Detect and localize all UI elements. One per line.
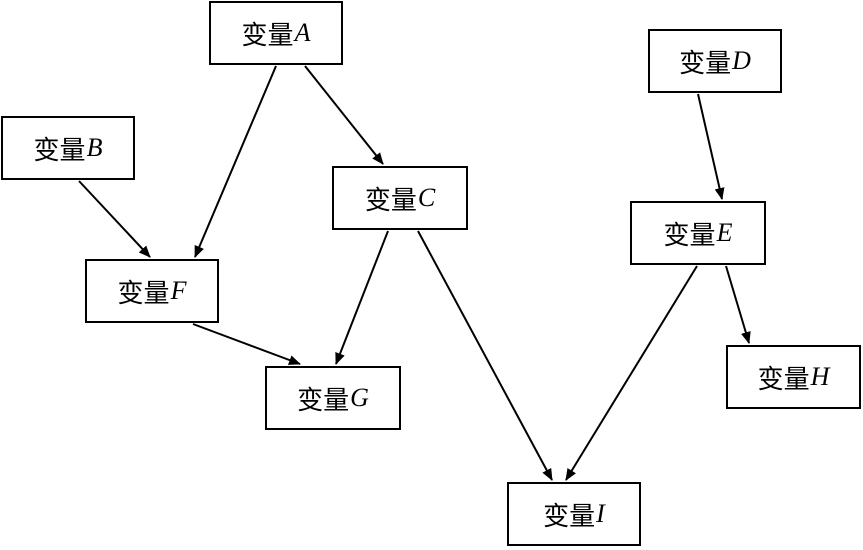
node-prefix: 变量 [33,135,86,166]
node-prefix: 变量 [757,364,810,395]
edge-c-to-g [335,230,389,365]
node-letter: A [294,18,311,47]
node-letter: G [350,383,369,412]
node-prefix: 变量 [663,220,716,251]
edge-a-to-c [304,65,384,165]
edge-d-to-e [697,93,725,200]
edge-e-to-h [725,265,751,344]
node-prefix: 变量 [543,501,596,532]
edge-f-to-g [192,323,301,365]
node-prefix: 变量 [117,278,170,309]
edge-e-to-i [565,265,698,481]
node-letter: E [716,218,733,247]
node-letter: B [86,133,103,162]
edge-c-to-i [417,230,553,481]
node-prefix: 变量 [241,20,294,51]
node-prefix: 变量 [297,385,350,416]
node-letter: I [596,499,605,528]
node-letter: H [810,362,830,391]
edge-a-to-f [194,65,277,258]
node-letter: C [417,183,436,212]
node-letter: D [732,46,751,75]
edge-b-to-f [78,180,151,258]
node-letter: F [170,276,187,305]
node-prefix: 变量 [364,185,417,216]
node-prefix: 变量 [679,48,732,79]
